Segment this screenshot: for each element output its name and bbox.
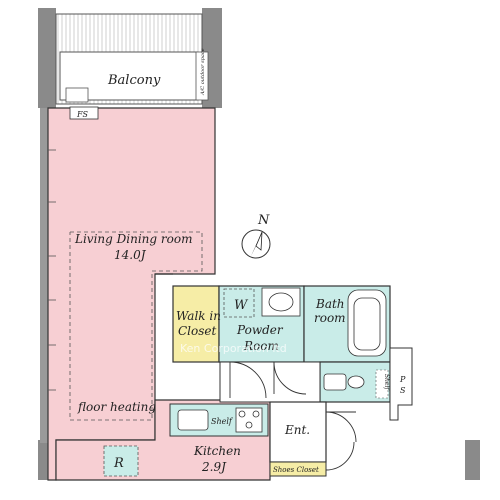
watermark: Ken Corporation ltd — [180, 342, 287, 355]
shoes-closet-label: Shoes Closet — [273, 466, 319, 474]
refrigerator — [103, 445, 139, 477]
north-compass — [241, 229, 271, 259]
sink — [177, 409, 209, 431]
bath-label-2: room — [314, 311, 346, 325]
ps-shaft — [389, 347, 413, 421]
living-size-label: 14.0J — [114, 248, 147, 262]
wc-shelf — [375, 369, 389, 399]
walk-in-closet — [172, 285, 220, 363]
kitchen-size-label: 2.9J — [201, 460, 227, 474]
floor-heating-label: floor heating — [77, 400, 156, 414]
entrance-label: Ent. — [284, 423, 310, 437]
fs-label: FS — [76, 110, 89, 119]
walk-in-label-1: Walk in — [176, 309, 221, 323]
bathtub — [347, 289, 387, 357]
wall-left — [40, 108, 48, 443]
washer-space — [223, 288, 255, 318]
window-marks — [48, 149, 56, 391]
bath-label-1: Bath — [315, 297, 345, 311]
powder-label-2: Room — [243, 339, 279, 353]
walk-in-label-2: Closet — [178, 324, 217, 338]
floor-heating-zone — [69, 231, 203, 421]
ac-outdoor-space — [195, 51, 209, 101]
compass-north-label: N — [257, 213, 270, 228]
fs-box — [69, 106, 99, 120]
balcony-step — [65, 87, 89, 103]
balcony-label: Balcony — [107, 73, 161, 88]
hallway — [219, 361, 321, 403]
toilet — [323, 373, 347, 391]
ac-space-label: A/C outdoor space — [200, 48, 206, 96]
ps-label-1: P — [399, 375, 406, 384]
wc-shelf-label: Shelf — [383, 374, 390, 391]
wall-bottom-right — [465, 440, 480, 480]
washbasin — [261, 287, 301, 317]
washer-label: W — [234, 298, 249, 313]
doors — [229, 361, 357, 471]
shoes-closet — [269, 461, 327, 477]
ps-label-2: S — [400, 386, 406, 395]
kitchen-shelf-label: Shelf — [211, 417, 234, 426]
refrigerator-label: R — [113, 456, 124, 471]
kitchen-name-label: Kitchen — [193, 444, 241, 458]
living-name-label: Living Dining room — [74, 232, 192, 246]
powder-label-1: Powder — [236, 323, 284, 337]
wall-top-left — [38, 8, 56, 108]
